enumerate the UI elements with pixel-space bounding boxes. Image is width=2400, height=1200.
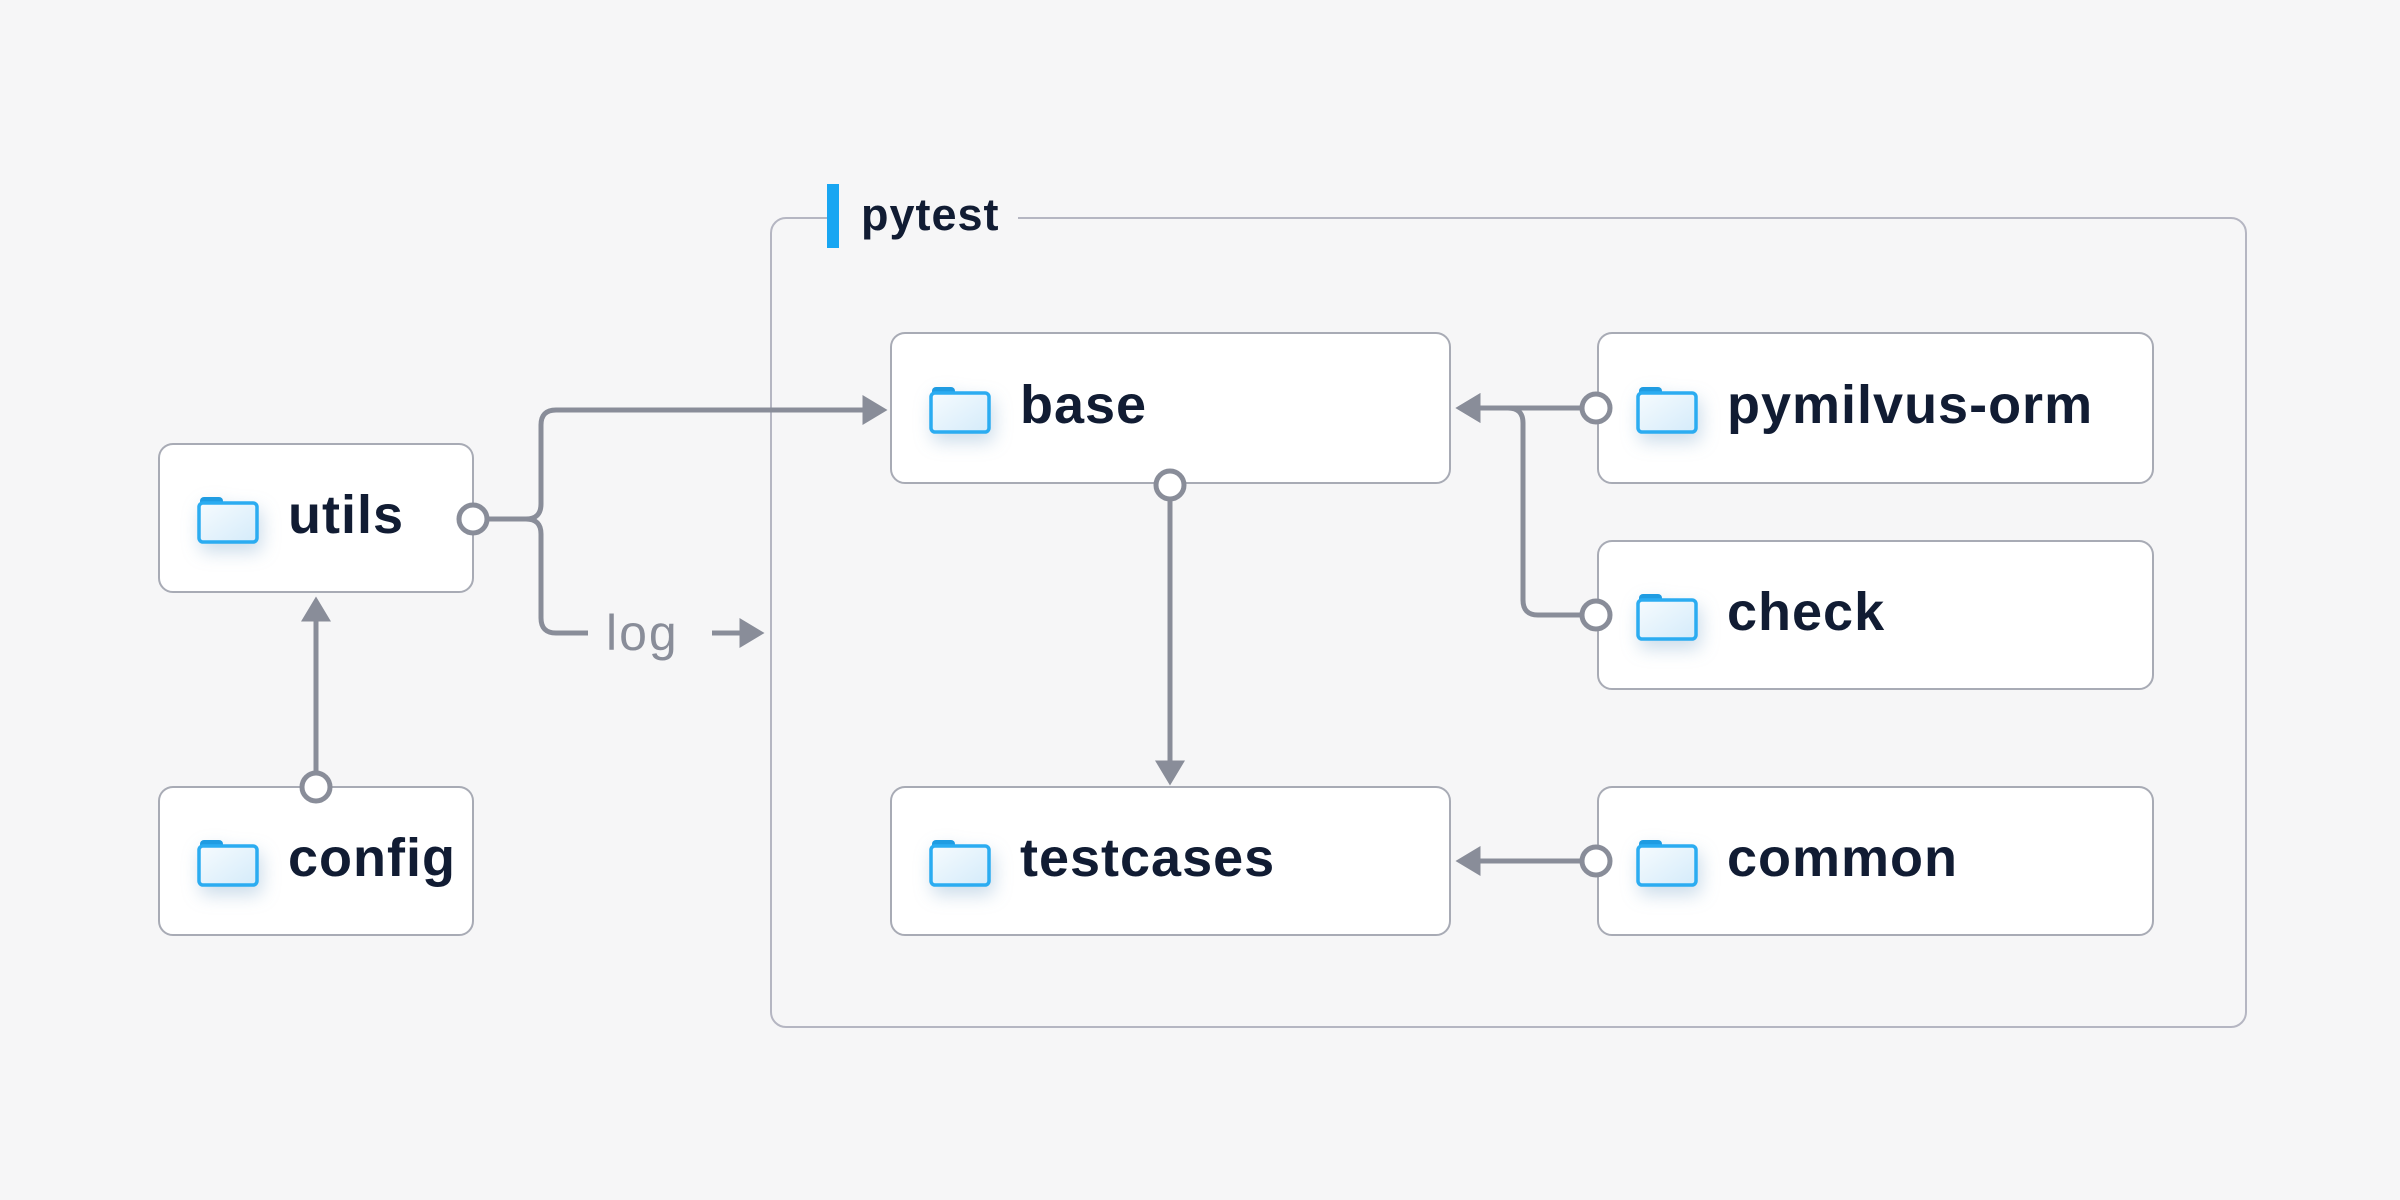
node-label: base <box>1020 375 1148 435</box>
folder-icon <box>1636 594 1698 641</box>
node-utils: utils <box>158 443 474 593</box>
edge-utils-log <box>488 516 588 636</box>
pytest-container <box>770 217 2247 1028</box>
folder-icon <box>929 840 991 887</box>
node-label: common <box>1727 828 1959 888</box>
pytest-label-text: pytest <box>861 188 1000 240</box>
accent-bar <box>827 184 839 248</box>
node-label: pymilvus-orm <box>1727 375 2094 435</box>
node-base: base <box>890 332 1451 484</box>
folder-icon <box>197 840 259 887</box>
node-label: testcases <box>1020 828 1276 888</box>
node-label: check <box>1727 582 1886 642</box>
node-config: config <box>158 786 474 936</box>
node-label: config <box>288 828 456 888</box>
node-pymilvus-orm: pymilvus-orm <box>1597 332 2154 484</box>
node-check: check <box>1597 540 2154 690</box>
node-label: utils <box>288 485 405 545</box>
node-common: common <box>1597 786 2154 936</box>
edge-label-log: log <box>606 605 679 661</box>
folder-icon <box>1636 387 1698 434</box>
node-testcases: testcases <box>890 786 1451 936</box>
pytest-container-label: pytest <box>827 184 1018 248</box>
folder-icon <box>929 387 991 434</box>
folder-icon <box>197 497 259 544</box>
folder-icon <box>1636 840 1698 887</box>
